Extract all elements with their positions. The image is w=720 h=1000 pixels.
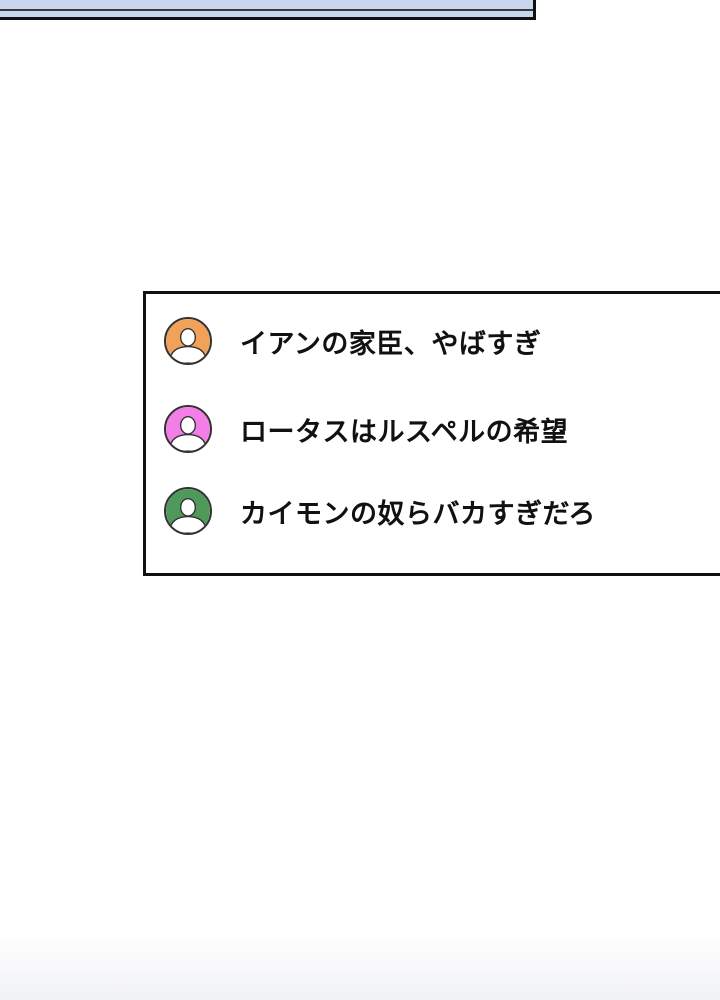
top-panel	[0, 0, 536, 20]
comment-text: ロータスはルスペルの希望	[240, 416, 569, 448]
comment-text: カイモンの奴らバカすぎだろ	[240, 498, 596, 530]
comment-item: ロータスはルスペルの希望	[164, 401, 568, 457]
user-avatar-icon	[164, 487, 212, 535]
user-avatar-icon	[164, 405, 212, 453]
user-avatar-icon	[164, 317, 212, 365]
bottom-fade	[0, 930, 720, 1000]
comment-list-box: イアンの家臣、やばすぎ ロータスはルスペルの希望 カイモンの奴らバカすぎだろ	[143, 291, 720, 576]
comment-item: カイモンの奴らバカすぎだろ	[164, 483, 596, 539]
comment-item: イアンの家臣、やばすぎ	[164, 313, 541, 369]
comment-text: イアンの家臣、やばすぎ	[240, 328, 542, 360]
